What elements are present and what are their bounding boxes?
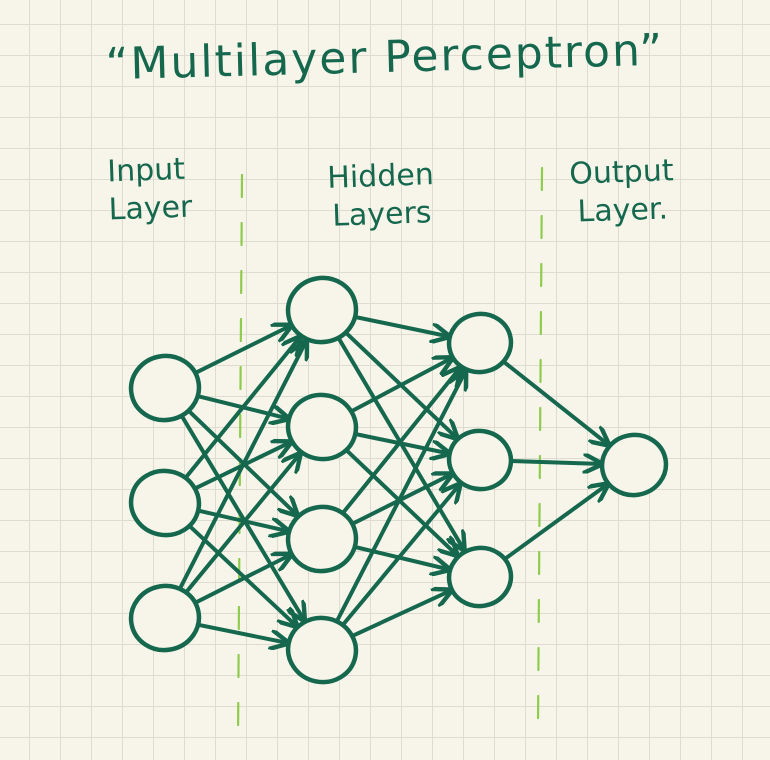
connection-hidden-2-2-to-output-1: [509, 461, 599, 464]
connection-input-1-to-hidden-1-1: [193, 327, 289, 375]
connection-input-3-to-hidden-1-3: [193, 556, 289, 605]
connection-hidden-1-1-to-hidden-2-1: [353, 315, 446, 336]
layer-divider-2: [536, 166, 544, 727]
connection-input-2-to-hidden-1-4: [187, 524, 295, 625]
connection-hidden-1-2-to-hidden-2-3: [344, 448, 456, 553]
connection-hidden-2-1-to-output-1: [502, 360, 606, 443]
hidden-1-node-4: [285, 615, 359, 685]
input-node-2: [128, 468, 202, 538]
connection-hidden-1-4-to-hidden-2-1: [335, 373, 465, 622]
connection-hidden-1-2-to-hidden-2-1: [350, 359, 450, 413]
connection-input-2-to-hidden-1-1: [184, 339, 299, 479]
hidden-1-node-1: [285, 275, 359, 345]
hidden-1-node-3: [285, 504, 359, 574]
connection-input-3-to-hidden-1-2: [184, 456, 299, 594]
hidden-2-node-3: [446, 545, 514, 609]
hidden-2-node-1: [446, 311, 514, 375]
connection-hidden-2-3-to-output-1: [503, 486, 606, 561]
input-node-3: [128, 583, 202, 653]
connection-input-3-to-hidden-1-4: [196, 622, 285, 643]
input-node-1: [128, 353, 202, 423]
connection-input-1-to-hidden-1-4: [180, 415, 304, 618]
connection-hidden-1-4-to-hidden-2-2: [341, 486, 459, 626]
hidden-2-node-2: [446, 428, 514, 492]
connection-hidden-1-3-to-hidden-2-1: [341, 370, 458, 515]
connection-input-2-to-hidden-1-3: [196, 508, 286, 531]
hidden-1-node-2: [285, 392, 359, 462]
output-node-1: [599, 432, 669, 498]
connection-input-3-to-hidden-1-1: [178, 343, 305, 590]
connection-hidden-1-4-to-hidden-2-3: [350, 591, 449, 638]
